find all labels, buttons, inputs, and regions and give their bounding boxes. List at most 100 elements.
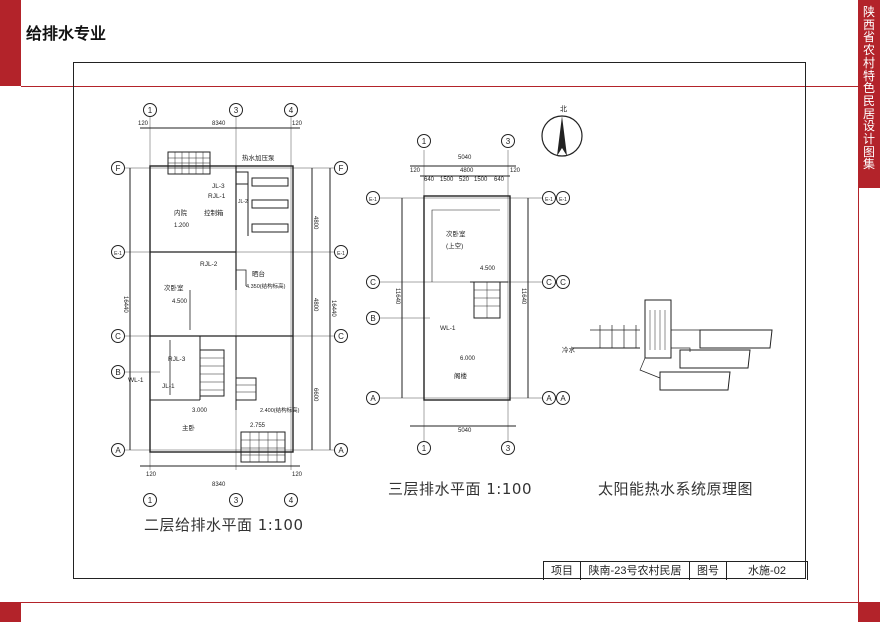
atlas-title-char: 居 xyxy=(862,106,875,121)
axis-bubble: C xyxy=(556,275,570,289)
p3-subdim-4: 1500 xyxy=(474,177,488,183)
p2-yard: 内院 xyxy=(174,208,188,217)
p2-terrace-el: 4.350(结构标高) xyxy=(246,282,286,290)
plan3-drawing xyxy=(380,150,560,450)
atlas-title-char: 计 xyxy=(862,132,875,147)
left-accent-bar xyxy=(0,0,21,86)
axis-bubble: 3 xyxy=(501,441,515,455)
axis-bubble: A xyxy=(542,391,556,405)
svg-text:A: A xyxy=(338,446,344,455)
axis-bubble: E-1 xyxy=(542,191,556,205)
svg-text:4: 4 xyxy=(289,106,294,115)
header-rule xyxy=(21,86,858,87)
tb-project-name: 陕南-23号农村民居 xyxy=(581,562,690,580)
p2-dim-top-right: 120 xyxy=(292,121,303,127)
p2-wl1: WL-1 xyxy=(128,377,144,384)
svg-text:1: 1 xyxy=(148,106,153,115)
atlas-title: 陕西省农村特色民居设计图集 xyxy=(858,6,880,171)
right-accent-bar xyxy=(858,0,880,188)
tb-project-label: 项目 xyxy=(544,562,581,580)
p2-el-2400: 2.400(结构标高) xyxy=(260,406,300,414)
p3-subdim-1: 640 xyxy=(424,177,435,183)
atlas-title-char: 省 xyxy=(862,30,875,45)
p2-dim-top-mid: 8340 xyxy=(212,121,226,127)
p2-dim-right-3: 6600 xyxy=(312,388,318,402)
p2-dim-right-2: 4800 xyxy=(312,298,318,312)
atlas-title-char: 集 xyxy=(862,157,875,172)
p2-jl2: JL-2 xyxy=(238,199,248,205)
atlas-title-char: 设 xyxy=(862,119,875,134)
svg-text:C: C xyxy=(338,332,344,341)
atlas-title-char: 西 xyxy=(862,17,875,32)
axis-bubble: 4 xyxy=(284,103,298,117)
p3-dim-side-right: 11640 xyxy=(520,288,526,305)
page-title: 给排水专业 xyxy=(26,26,107,43)
svg-text:E-1: E-1 xyxy=(545,197,553,203)
svg-text:E-1: E-1 xyxy=(559,197,567,203)
bottom-left-accent xyxy=(0,602,21,622)
solar-cold-water: 冷水 xyxy=(562,345,576,354)
tb-drawing-no: 水施-02 xyxy=(727,562,808,580)
p2-dim-right-1: 4800 xyxy=(312,216,318,230)
svg-text:3: 3 xyxy=(506,137,511,146)
axis-bubble: 1 xyxy=(417,134,431,148)
axis-bubble: B xyxy=(111,365,125,379)
axis-bubble: E-1 xyxy=(366,191,380,205)
axis-bubble: E-1 xyxy=(111,245,125,259)
p2-rjl3: RJL-3 xyxy=(168,356,186,363)
solar-schematic xyxy=(572,299,773,391)
atlas-title-char: 陕 xyxy=(862,5,875,19)
p3-subdim-2: 1500 xyxy=(440,177,454,183)
p2-dim-bottom-mid: 8340 xyxy=(212,482,226,488)
axis-bubble: F xyxy=(334,161,348,175)
p2-bedroom2: 次卧室 xyxy=(164,283,184,292)
p2-el-2755: 2.755 xyxy=(250,423,266,429)
p2-rjl1: RJL-1 xyxy=(208,193,226,200)
svg-text:E-1: E-1 xyxy=(337,251,345,257)
svg-text:3: 3 xyxy=(234,496,239,505)
svg-text:B: B xyxy=(115,368,120,377)
north-label: 北 xyxy=(560,105,567,113)
p3-wl1: WL-1 xyxy=(440,325,456,332)
axis-bubble: 3 xyxy=(501,134,515,148)
axis-bubble: 3 xyxy=(229,103,243,117)
p2-rjl2: RJL-2 xyxy=(200,261,218,268)
p3-subdim-5: 640 xyxy=(494,177,505,183)
p2-master-el: 3.000 xyxy=(192,408,208,414)
bottom-rule xyxy=(21,602,858,603)
p2-dim-total-left: 16440 xyxy=(122,296,128,313)
p2-hot-pump: 热水加压泵 xyxy=(242,153,275,162)
p2-jl1: JL-1 xyxy=(162,383,175,390)
axis-bubble: 1 xyxy=(143,493,157,507)
svg-text:1: 1 xyxy=(422,137,427,146)
bottom-right-accent xyxy=(858,602,880,622)
caption-solar: 太阳能热水系统原理图 xyxy=(598,480,754,498)
p3-dim-inner: 4800 xyxy=(460,168,474,174)
svg-text:B: B xyxy=(370,314,375,323)
svg-text:C: C xyxy=(560,278,566,287)
north-arrow: 北 xyxy=(541,105,583,157)
right-rule xyxy=(858,188,859,603)
axis-bubble: A xyxy=(366,391,380,405)
p3-attic: 阁楼 xyxy=(454,371,468,380)
svg-text:1: 1 xyxy=(422,444,427,453)
p3-dim-right: 120 xyxy=(510,168,521,174)
axis-bubble: E-1 xyxy=(334,245,348,259)
plan2-drawing xyxy=(120,116,340,470)
svg-text:A: A xyxy=(370,394,376,403)
atlas-title-char: 村 xyxy=(862,55,875,70)
svg-text:3: 3 xyxy=(506,444,511,453)
svg-text:F: F xyxy=(116,164,121,173)
p2-dim-bottom-right: 120 xyxy=(292,472,303,478)
svg-text:1: 1 xyxy=(148,496,153,505)
axis-bubble: E-1 xyxy=(556,191,570,205)
svg-text:A: A xyxy=(546,394,552,403)
p2-dim-total-right: 16440 xyxy=(330,300,336,317)
svg-text:C: C xyxy=(546,278,552,287)
atlas-title-char: 特 xyxy=(862,68,875,83)
axis-bubble: 4 xyxy=(284,493,298,507)
p3-attic-el: 6.000 xyxy=(460,356,476,362)
p2-dim-bottom-left: 120 xyxy=(146,472,157,478)
